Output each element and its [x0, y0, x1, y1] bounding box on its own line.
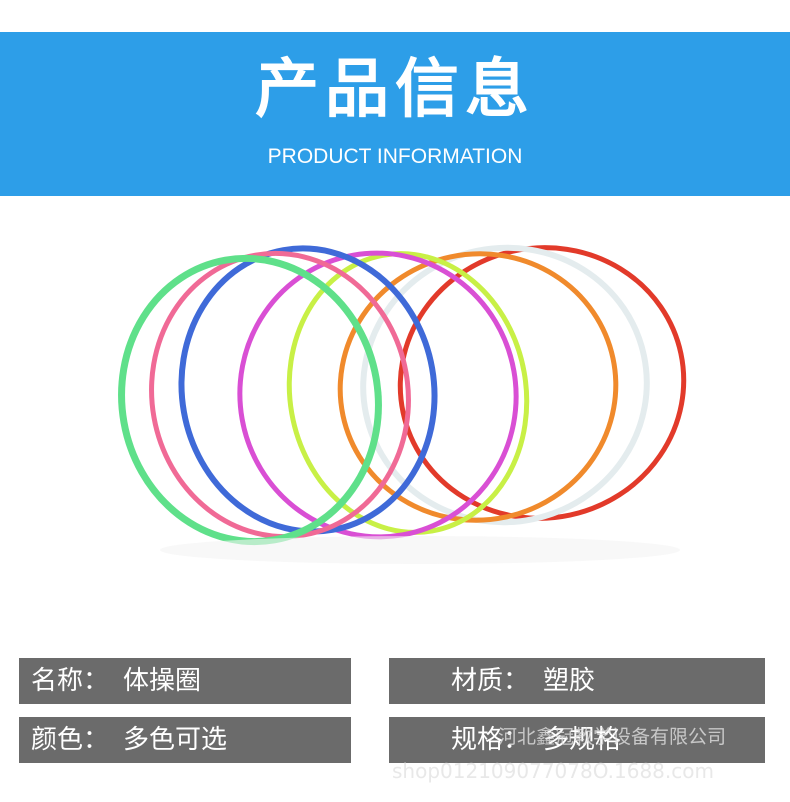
watermark-company: 河北鑫冠教学设备有限公司 — [498, 726, 727, 748]
hoop-magenta — [237, 250, 519, 540]
spec-label: 规格： — [451, 725, 530, 755]
spec-label: 颜色： — [31, 725, 110, 755]
spec-label: 材质： — [451, 666, 530, 696]
spec-value: 多规格 — [543, 725, 622, 755]
hoop-shadow — [160, 536, 680, 564]
spec-name: 名称： 体操圈 — [19, 658, 351, 704]
spec-value: 体操圈 — [123, 666, 202, 696]
hoop-blue — [178, 245, 438, 535]
spec-color: 颜色： 多色可选 — [19, 717, 351, 763]
hoop-red — [397, 245, 687, 521]
spec-label: 名称： — [31, 666, 110, 696]
watermark-shop-url: shop012109077078O.1688.com — [392, 759, 714, 783]
spec-material: 材质： 塑胶 — [389, 658, 765, 704]
hoop-orange — [337, 251, 619, 523]
spec-value: 塑胶 — [543, 666, 596, 696]
spec-value: 多色可选 — [123, 725, 228, 755]
banner-title: 产品信息 — [255, 53, 535, 127]
hoop-white — [360, 244, 650, 526]
hoop-pink — [149, 250, 411, 540]
header-banner: 产品信息 PRODUCT INFORMATION — [0, 32, 790, 196]
banner-subtitle: PRODUCT INFORMATION — [267, 145, 523, 168]
spec-size: 规格： 多规格 — [389, 717, 765, 763]
product-photo — [118, 244, 687, 564]
